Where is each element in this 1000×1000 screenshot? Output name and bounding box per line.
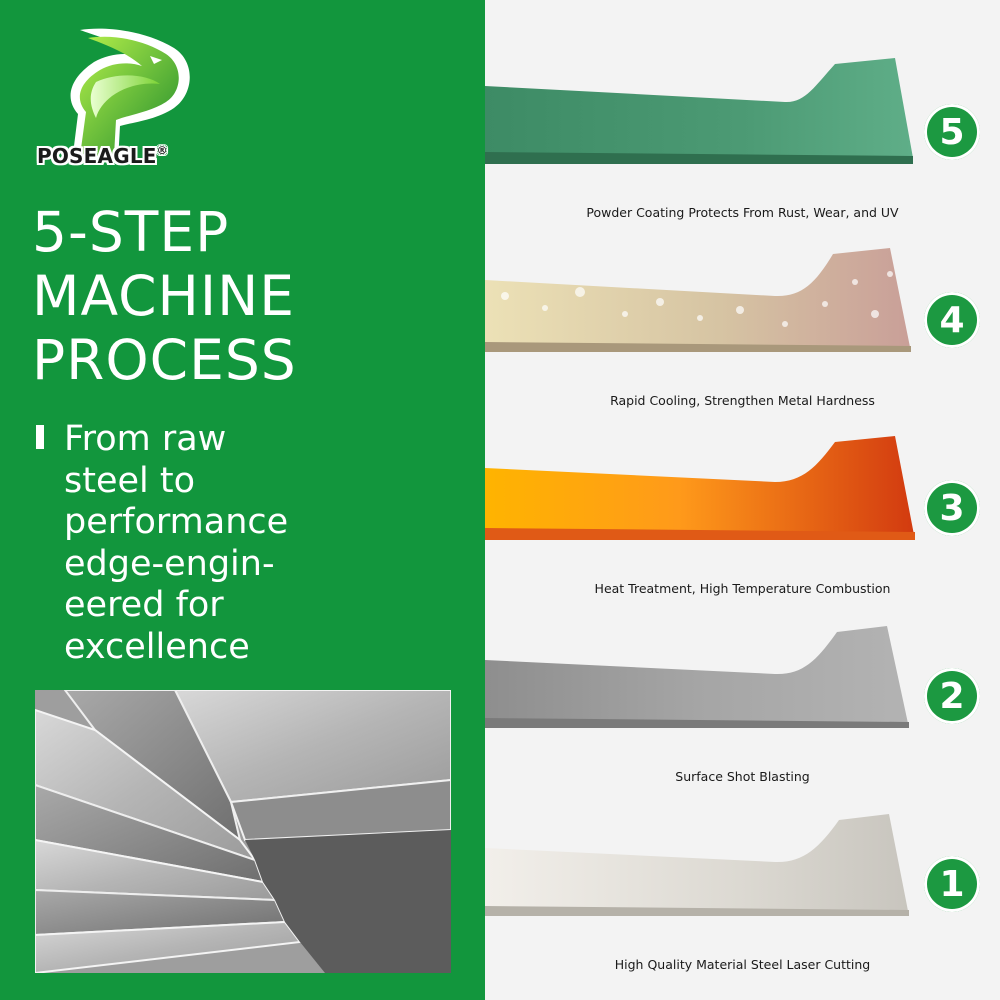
blade-rapid-cooling bbox=[485, 248, 911, 352]
step-number-badge: 2 bbox=[924, 668, 980, 724]
step-caption: Rapid Cooling, Strengthen Metal Hardness bbox=[610, 393, 875, 408]
left-panel: POSEAGLE® 5-STEP MACHINE PROCESS From ra… bbox=[0, 0, 485, 1000]
title-line: PROCESS bbox=[32, 328, 297, 392]
accent-bar bbox=[36, 425, 44, 449]
step-caption: High Quality Material Steel Laser Cuttin… bbox=[614, 957, 871, 972]
page-title: 5-STEP MACHINE PROCESS bbox=[32, 200, 472, 392]
step-number-badge: 3 bbox=[924, 480, 980, 536]
step-number-badge: 5 bbox=[924, 104, 980, 160]
step-3: 3 Heat Treatment, High Temperature Combu… bbox=[485, 376, 1000, 596]
process-steps: 5 Powder Coating Protects From Rust, Wea… bbox=[485, 0, 1000, 1000]
blade-laser-cut bbox=[485, 814, 909, 916]
step-number-badge: 4 bbox=[924, 292, 980, 348]
title-line: 5-STEP bbox=[32, 200, 230, 264]
step-1: 1 High Quality Material Steel Laser Cutt… bbox=[485, 752, 1000, 972]
steel-sheets-illustration bbox=[35, 690, 451, 973]
step-5: 5 Powder Coating Protects From Rust, Wea… bbox=[485, 0, 1000, 220]
blade-heat-treatment bbox=[485, 436, 915, 540]
step-caption: Powder Coating Protects From Rust, Wear,… bbox=[586, 205, 899, 220]
step-caption: Heat Treatment, High Temperature Combust… bbox=[594, 581, 891, 596]
title-line: MACHINE bbox=[32, 264, 295, 328]
subtitle: From raw steel to performance edge-engin… bbox=[64, 419, 289, 667]
step-caption: Surface Shot Blasting bbox=[675, 769, 810, 784]
brand-wordmark: POSEAGLE® bbox=[37, 144, 168, 168]
step-4: 4 Rapid Cooling, Strengthen Metal Hardne… bbox=[485, 188, 1000, 408]
poseagle-logo-icon bbox=[70, 28, 190, 163]
blade-powder-coated bbox=[485, 58, 913, 164]
blade-shot-blasted bbox=[485, 626, 909, 728]
step-number-badge: 1 bbox=[924, 856, 980, 912]
raw-steel-image bbox=[35, 690, 451, 973]
step-2: 2 Surface Shot Blasting bbox=[485, 564, 1000, 784]
